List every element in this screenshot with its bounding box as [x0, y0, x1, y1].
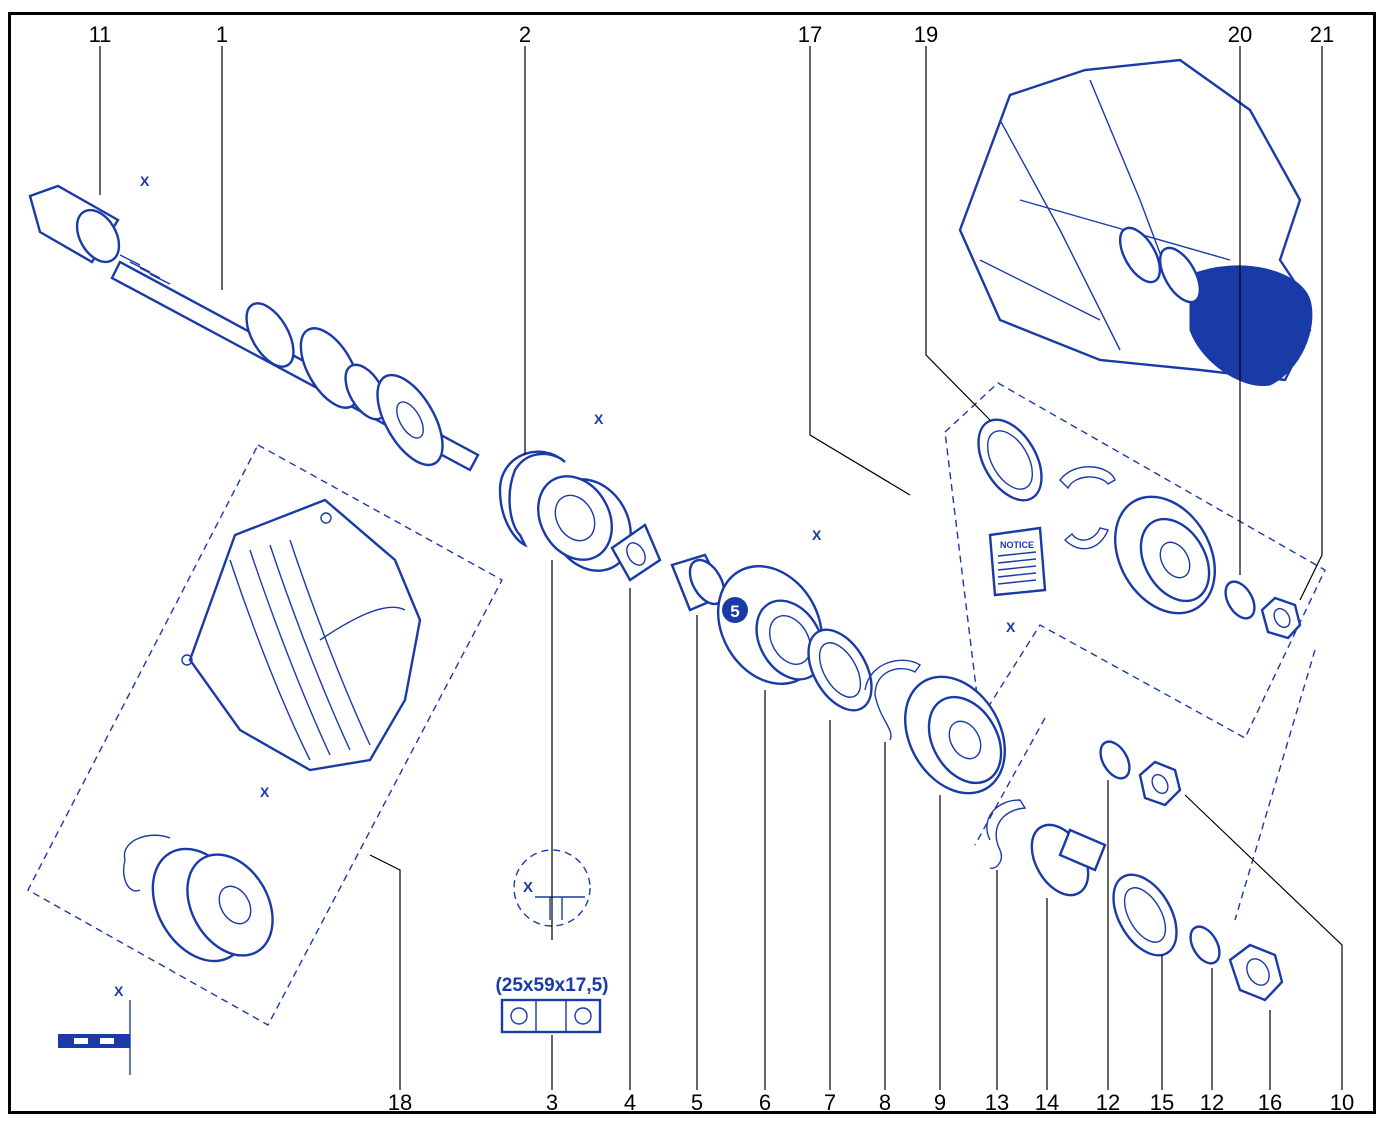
group-link-dash-2 [1234, 649, 1316, 921]
lock-washer-12a [1099, 740, 1131, 780]
callout-1: 1 [216, 22, 228, 47]
callout-6: 6 [759, 1090, 771, 1115]
callout-2: 2 [519, 22, 531, 47]
spring-13 [986, 799, 1027, 869]
callout-14: 14 [1035, 1090, 1059, 1115]
callout-15: 15 [1150, 1090, 1174, 1115]
synchro-ring-19 [977, 418, 1043, 502]
nut-21 [1260, 596, 1302, 640]
callout-17: 17 [798, 22, 822, 47]
shift-fork-14 [1030, 823, 1107, 897]
callout-12a: 12 [1096, 1090, 1120, 1115]
callout-13: 13 [985, 1090, 1009, 1115]
callout-3: 3 [546, 1090, 558, 1115]
callout-16: 16 [1258, 1090, 1282, 1115]
synchro-hub-18 [151, 847, 274, 963]
bearing-detail-x: X [523, 879, 533, 896]
callout-18: 18 [388, 1090, 412, 1115]
dim-x-9: X [1006, 619, 1016, 635]
nut-16 [1228, 943, 1284, 1002]
group-17-outline [944, 382, 1326, 739]
synchro-hub-17 [1114, 495, 1216, 615]
dim-x-6: X [812, 527, 822, 543]
snap-ring-2 [498, 450, 566, 548]
diagram-frame [8, 12, 1376, 1114]
gear-badge [722, 597, 748, 623]
shim-x-label: X [114, 983, 124, 999]
housing-cover-18 [181, 498, 422, 772]
dim-x-2: X [594, 411, 604, 427]
callout-12b: 12 [1200, 1090, 1224, 1115]
callout-11: 11 [89, 22, 112, 47]
group-18-outline [27, 444, 503, 1026]
shim-symbol: X [58, 983, 131, 1075]
bearing-size-label: (25x59x17,5) [495, 975, 608, 996]
lock-washer-20 [1224, 580, 1256, 620]
dim-x-18: X [260, 784, 270, 800]
bearing-section-icon [500, 998, 602, 1034]
pilot-bearing-11 [75, 208, 121, 264]
insert-spring [1059, 466, 1116, 490]
gearbox-assembly [958, 58, 1313, 387]
bearing-detail-circle [513, 849, 591, 927]
callout-8: 8 [879, 1090, 891, 1115]
gear-badge-text: 5 [730, 602, 739, 621]
dim-x-11: X [140, 173, 150, 189]
thrust-washer-4 [610, 523, 662, 582]
lock-washer-12b [1189, 925, 1221, 965]
synchro-ring-15 [1112, 873, 1178, 957]
callout-21: 21 [1310, 22, 1334, 47]
notice-leaflet: NOTICE [988, 526, 1047, 597]
callout-9: 9 [934, 1090, 946, 1115]
synchro-ring-7 [807, 628, 873, 712]
nut-10 [1138, 760, 1182, 807]
spring-8 [864, 659, 921, 741]
synchro-hub-9 [904, 675, 1006, 795]
bearing-3 [537, 475, 632, 572]
callout-7: 7 [824, 1090, 836, 1115]
main-shaft [28, 184, 480, 472]
insert-spring-2 [1063, 527, 1109, 550]
callout-19: 19 [914, 22, 938, 47]
notice-text: NOTICE [1000, 540, 1034, 550]
callout-10: 10 [1330, 1090, 1354, 1115]
callout-4: 4 [624, 1090, 636, 1115]
needle-sleeve-5 [670, 553, 727, 612]
fifth-gear-6: 5 [716, 564, 825, 686]
callout-20: 20 [1228, 22, 1252, 47]
callout-5: 5 [691, 1090, 703, 1115]
spring-18 [123, 834, 171, 892]
